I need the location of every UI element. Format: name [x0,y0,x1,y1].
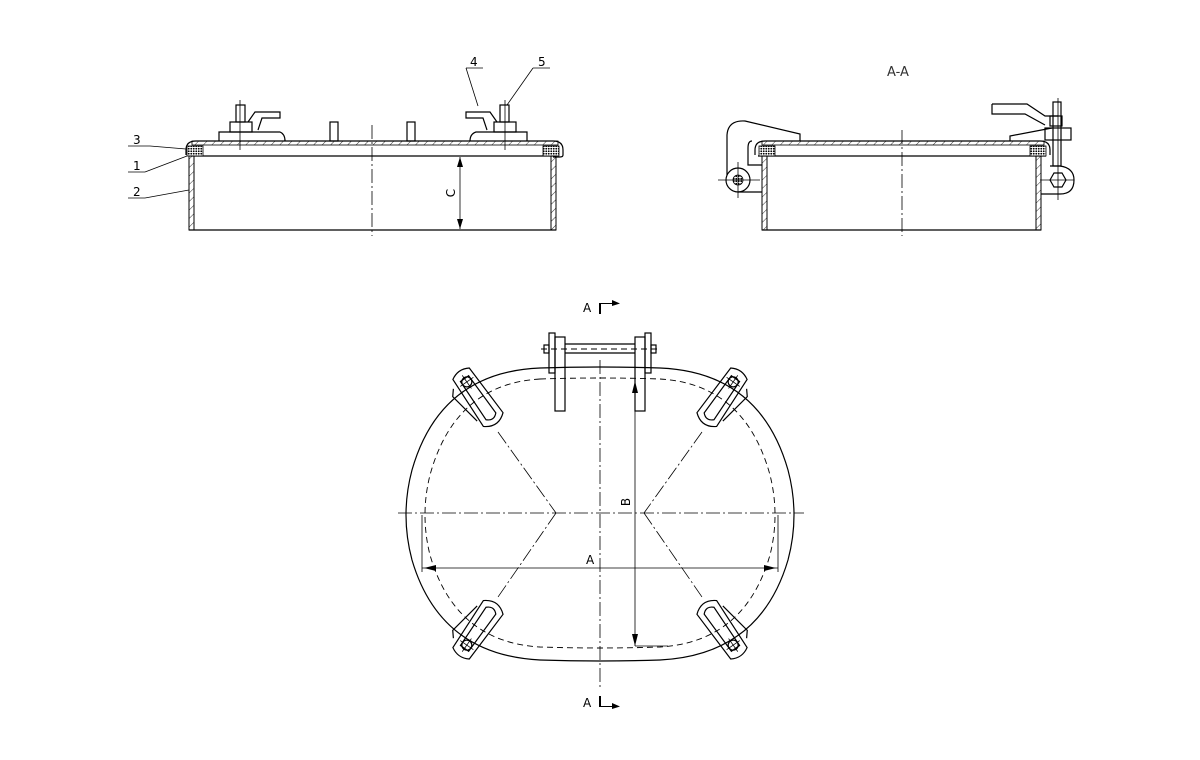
section-a-a-title: A-A [887,65,909,80]
dimension-a: A [421,515,779,572]
opening-outline [424,377,776,649]
part-label-1: 1 [133,159,141,173]
dimension-c: C [444,157,463,229]
gasket-right [542,145,560,157]
section-marker-top: A [583,301,592,315]
gasket-left [186,145,204,157]
swing-bolt-clamp-right [465,100,528,150]
hinge-assembly [718,120,801,198]
front-section-view: 3 1 2 4 5 C [128,55,564,236]
section-marker-bottom: A [583,696,592,710]
clamp-bottom-left [452,599,504,660]
top-view: A A [398,300,804,710]
clamp-bottom-right [696,599,748,660]
dimension-b: B [619,381,668,647]
part-label-2: 2 [133,185,141,199]
part-leaders: 3 1 2 4 5 [128,55,550,199]
swing-bolt-clamp-left [218,100,286,150]
clamp-top-left [452,367,504,428]
dimension-b-label: B [619,498,633,506]
clamp-top-right [696,367,748,428]
dimension-a-label: A [586,553,595,567]
swing-bolt-assembly [991,98,1075,200]
part-label-3: 3 [133,133,141,147]
dimension-c-label: C [444,189,458,197]
part-label-5: 5 [538,55,546,69]
section-a-a-view: A-A [718,65,1075,236]
part-label-4: 4 [470,55,478,69]
hinge-top [541,332,659,412]
cover-outline [405,366,795,662]
